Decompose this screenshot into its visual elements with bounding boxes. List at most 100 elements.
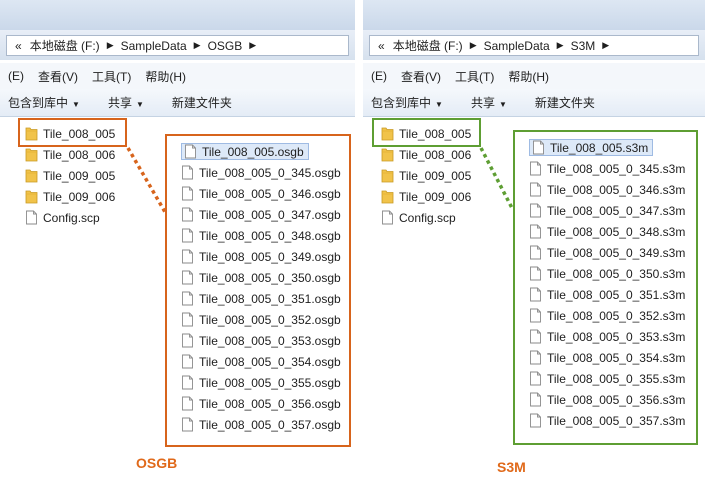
list-item[interactable]: Tile_008_005 bbox=[381, 123, 471, 144]
list-item[interactable]: Tile_008_005_0_352.s3m bbox=[529, 305, 685, 326]
file-name: Tile_008_005_0_351.s3m bbox=[547, 287, 686, 302]
menu-tools[interactable]: 工具(T) bbox=[455, 69, 495, 84]
menu-view[interactable]: 查看(V) bbox=[38, 69, 78, 84]
breadcrumb-separator-icon[interactable]: ▶ bbox=[602, 40, 610, 50]
list-item[interactable]: Tile_008_005_0_354.s3m bbox=[529, 347, 685, 368]
list-item[interactable]: Tile_008_006 bbox=[381, 144, 471, 165]
breadcrumb-drive[interactable]: 本地磁盘 (F:) bbox=[392, 39, 463, 53]
file-name: Tile_008_005_0_347.s3m bbox=[547, 203, 686, 218]
breadcrumb-drive[interactable]: 本地磁盘 (F:) bbox=[29, 39, 100, 53]
breadcrumb-sampledata[interactable]: SampleData bbox=[483, 38, 550, 53]
torn-edge bbox=[363, 447, 705, 455]
share-button[interactable]: 共享▼ bbox=[471, 94, 507, 111]
new-folder-label: 新建文件夹 bbox=[534, 96, 595, 110]
menu-edit[interactable]: (E) bbox=[371, 69, 387, 83]
history-chevron-icon[interactable]: « bbox=[378, 38, 385, 53]
include-in-library-button[interactable]: 包含到库中▼ bbox=[371, 94, 443, 111]
breadcrumb-sampledata[interactable]: SampleData bbox=[120, 38, 187, 53]
list-item[interactable]: Tile_008_005_0_349.s3m bbox=[529, 242, 685, 263]
breadcrumb-current[interactable]: OSGB bbox=[207, 38, 243, 53]
list-item[interactable]: Tile_008_005.osgb bbox=[181, 141, 341, 162]
breadcrumb-current[interactable]: S3M bbox=[570, 38, 596, 53]
file-icon bbox=[182, 312, 193, 327]
list-item[interactable]: Tile_008_005_0_347.osgb bbox=[181, 204, 341, 225]
breadcrumb-separator-icon[interactable]: ▶ bbox=[249, 40, 257, 50]
list-item[interactable]: Tile_008_005_0_346.s3m bbox=[529, 179, 685, 200]
menu-edit[interactable]: (E) bbox=[8, 69, 24, 83]
list-item[interactable]: Tile_008_005.s3m bbox=[529, 137, 685, 158]
menu-tools[interactable]: 工具(T) bbox=[92, 69, 132, 84]
new-folder-button[interactable]: 新建文件夹 bbox=[172, 94, 232, 111]
list-item[interactable]: Tile_008_005_0_345.s3m bbox=[529, 158, 685, 179]
history-chevron-icon[interactable]: « bbox=[15, 38, 22, 53]
list-item[interactable]: Tile_008_005_0_356.osgb bbox=[181, 393, 341, 414]
list-item[interactable]: Tile_009_005 bbox=[25, 165, 115, 186]
caret-down-icon: ▼ bbox=[72, 100, 80, 109]
list-item[interactable]: Tile_008_005_0_350.osgb bbox=[181, 267, 341, 288]
list-item[interactable]: Tile_008_005_0_351.s3m bbox=[529, 284, 685, 305]
list-item[interactable]: Tile_008_005_0_348.osgb bbox=[181, 225, 341, 246]
file-name: Tile_008_005_0_346.osgb bbox=[199, 186, 341, 201]
breadcrumb-separator-icon[interactable]: ▶ bbox=[469, 40, 477, 50]
list-item[interactable]: Tile_008_005_0_352.osgb bbox=[181, 309, 341, 330]
list-item[interactable]: Tile_008_005_0_357.osgb bbox=[181, 414, 341, 435]
file-name: Tile_008_005_0_357.s3m bbox=[547, 413, 686, 428]
menu-view[interactable]: 查看(V) bbox=[401, 69, 441, 84]
list-item[interactable]: Tile_008_005_0_353.osgb bbox=[181, 330, 341, 351]
file-name: Tile_008_005_0_349.s3m bbox=[547, 245, 686, 260]
list-item[interactable]: Tile_008_006 bbox=[25, 144, 115, 165]
list-item[interactable]: Tile_008_005_0_348.s3m bbox=[529, 221, 685, 242]
list-item[interactable]: Tile_008_005_0_354.osgb bbox=[181, 351, 341, 372]
share-label: 共享 bbox=[107, 96, 132, 110]
s3m-file-list: Tile_008_005.s3m Tile_008_005_0_345.s3m … bbox=[529, 137, 685, 431]
list-item[interactable]: Tile_008_005_0_353.s3m bbox=[529, 326, 685, 347]
caret-down-icon: ▼ bbox=[498, 100, 507, 109]
breadcrumb-separator-icon[interactable]: ▶ bbox=[193, 40, 201, 50]
breadcrumb-separator-icon[interactable]: ▶ bbox=[556, 40, 564, 50]
title-bar bbox=[363, 0, 705, 30]
list-item[interactable]: Tile_008_005_0_351.osgb bbox=[181, 288, 341, 309]
include-in-library-button[interactable]: 包含到库中▼ bbox=[8, 94, 80, 111]
file-icon bbox=[26, 210, 37, 225]
file-name: Tile_008_005_0_353.osgb bbox=[199, 333, 341, 348]
list-item[interactable]: Tile_008_005_0_357.s3m bbox=[529, 410, 685, 431]
menu-help[interactable]: 帮助(H) bbox=[508, 69, 549, 84]
list-item[interactable]: Config.scp bbox=[25, 207, 115, 228]
folder-icon bbox=[381, 169, 394, 183]
breadcrumb-separator-icon[interactable]: ▶ bbox=[106, 40, 114, 50]
address-field[interactable]: « 本地磁盘 (F:) ▶ SampleData ▶ S3M ▶ bbox=[369, 35, 699, 56]
item-name: Tile_009_005 bbox=[43, 168, 116, 183]
include-in-library-label: 包含到库中 bbox=[8, 96, 69, 110]
file-icon bbox=[530, 392, 541, 407]
file-name: Tile_008_005_0_351.osgb bbox=[199, 291, 341, 306]
list-item[interactable]: Tile_008_005_0_350.s3m bbox=[529, 263, 685, 284]
file-name: Tile_008_005_0_347.osgb bbox=[199, 207, 341, 222]
list-item[interactable]: Tile_009_006 bbox=[381, 186, 471, 207]
address-field[interactable]: « 本地磁盘 (F:) ▶ SampleData ▶ OSGB ▶ bbox=[6, 35, 349, 56]
new-folder-label: 新建文件夹 bbox=[171, 96, 232, 110]
list-item[interactable]: Tile_008_005 bbox=[25, 123, 115, 144]
list-item[interactable]: Tile_008_005_0_356.s3m bbox=[529, 389, 685, 410]
folder-icon bbox=[381, 127, 394, 141]
list-item[interactable]: Tile_008_005_0_346.osgb bbox=[181, 183, 341, 204]
file-name: Tile_008_005_0_354.osgb bbox=[199, 354, 341, 369]
menu-help[interactable]: 帮助(H) bbox=[145, 69, 186, 84]
list-item[interactable]: Tile_008_005_0_355.osgb bbox=[181, 372, 341, 393]
file-icon bbox=[182, 165, 193, 180]
share-label: 共享 bbox=[470, 96, 495, 110]
list-item[interactable]: Config.scp bbox=[381, 207, 471, 228]
list-item[interactable]: Tile_009_005 bbox=[381, 165, 471, 186]
list-item[interactable]: Tile_008_005_0_355.s3m bbox=[529, 368, 685, 389]
list-item[interactable]: Tile_008_005_0_345.osgb bbox=[181, 162, 341, 183]
file-name: Tile_008_005.osgb bbox=[202, 144, 304, 159]
caret-down-icon: ▼ bbox=[135, 100, 144, 109]
list-item[interactable]: Tile_009_006 bbox=[25, 186, 115, 207]
list-item[interactable]: Tile_008_005_0_347.s3m bbox=[529, 200, 685, 221]
list-item[interactable]: Tile_008_005_0_349.osgb bbox=[181, 246, 341, 267]
file-name: Tile_008_005_0_356.s3m bbox=[547, 392, 686, 407]
share-button[interactable]: 共享▼ bbox=[108, 94, 144, 111]
file-icon bbox=[182, 291, 193, 306]
new-folder-button[interactable]: 新建文件夹 bbox=[535, 94, 595, 111]
folder-icon bbox=[381, 148, 394, 162]
